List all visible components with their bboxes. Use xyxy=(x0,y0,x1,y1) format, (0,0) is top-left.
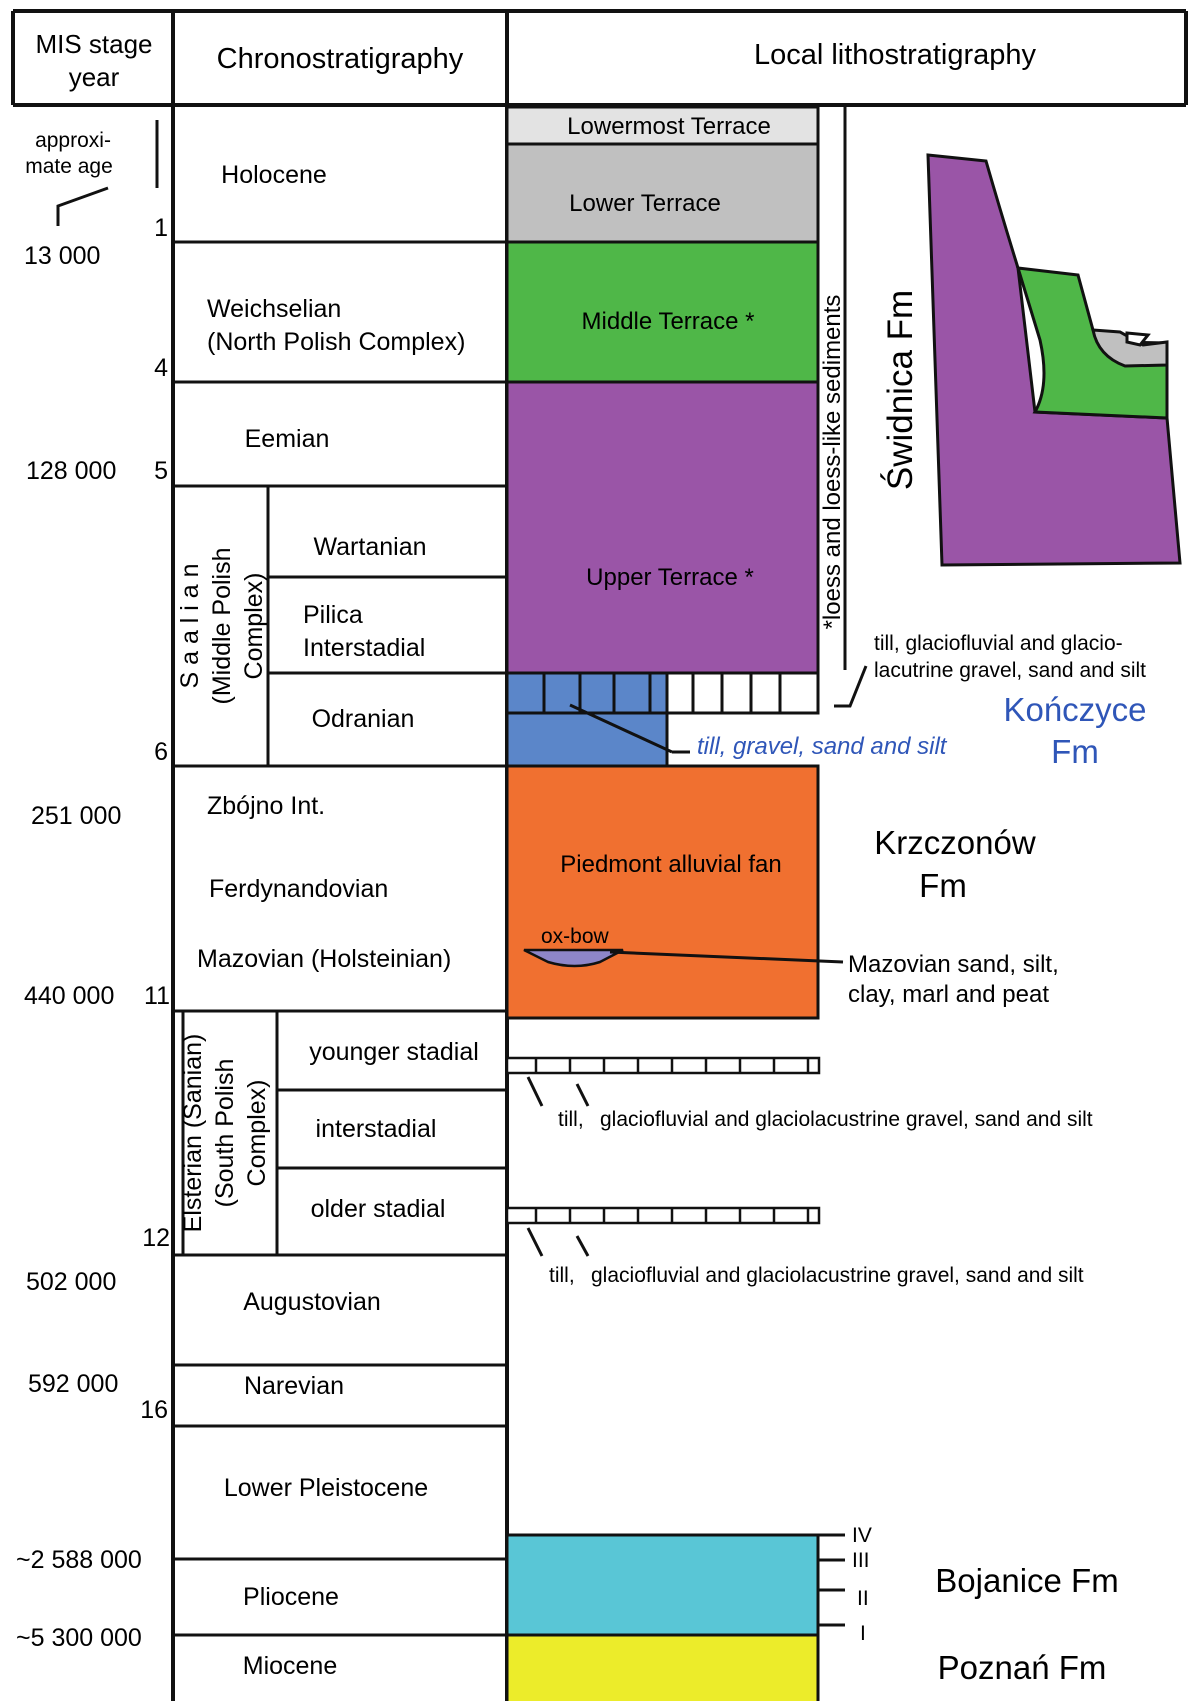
label-elster-glacio-b: glaciofluvial and glaciolacustrine grave… xyxy=(591,1264,1084,1287)
unit-saalian-3: Complex) xyxy=(240,573,268,680)
label-middle-terrace: Middle Terrace * xyxy=(582,308,755,335)
label-konczyce-1: Kończyce xyxy=(1003,691,1146,728)
label-mazovian-sed-1: Mazovian sand, silt, xyxy=(848,951,1059,978)
xs-lowermost-terrace xyxy=(1125,331,1151,347)
age-502000: 502 000 xyxy=(26,1268,116,1296)
unit-elsterian-3: Complex) xyxy=(243,1080,271,1187)
label-roman-ii: II xyxy=(857,1587,869,1610)
label-roman-iii: III xyxy=(852,1549,870,1572)
block-upper-terrace xyxy=(505,380,820,675)
age-251000: 251 000 xyxy=(31,802,121,830)
unit-younger-stadial: younger stadial xyxy=(309,1038,479,1066)
label-ox-bow: ox-bow xyxy=(541,925,610,948)
mis-11: 11 xyxy=(144,982,170,1010)
unit-mazovian: Mazovian (Holsteinian) xyxy=(197,945,451,973)
age-128000: 128 000 xyxy=(26,457,116,485)
unit-elsterian-1: Elsterian (Sanian) xyxy=(179,1034,207,1233)
unit-interstadial: interstadial xyxy=(316,1115,437,1143)
label-till-gravel-blue: till, gravel, sand and silt xyxy=(697,733,948,760)
unit-weichselian-1: Weichselian xyxy=(207,295,341,323)
unit-augustovian: Augustovian xyxy=(243,1288,381,1316)
approx-age-label-2: mate age xyxy=(25,155,113,178)
mis-16: 16 xyxy=(140,1396,168,1424)
unit-weichselian-2: (North Polish Complex) xyxy=(207,328,465,356)
mis-12: 12 xyxy=(142,1224,170,1252)
mis-5: 5 xyxy=(154,457,168,485)
terrace-cross-section xyxy=(926,153,1182,567)
unit-pilica-2: Interstadial xyxy=(303,634,425,662)
litho-labels: Lowermost Terrace Lower Terrace Middle T… xyxy=(541,113,1147,1686)
unit-lower-pleistocene: Lower Pleistocene xyxy=(224,1474,428,1502)
label-mazovian-sed-2: clay, marl and peat xyxy=(848,981,1049,1008)
unit-odranian: Odranian xyxy=(312,705,415,733)
label-till-glacio-1: till, glaciofluvial and glacio- xyxy=(874,632,1123,655)
till-strip-odranian xyxy=(542,671,820,715)
till-strip-older xyxy=(505,1206,821,1225)
label-piedmont-fan: Piedmont alluvial fan xyxy=(560,851,781,878)
label-upper-terrace: Upper Terrace * xyxy=(586,564,754,591)
approx-age-pointer xyxy=(56,186,109,226)
age-440000: 440 000 xyxy=(24,982,114,1010)
unit-pliocene: Pliocene xyxy=(243,1583,339,1611)
unit-elsterian-2: (South Polish xyxy=(211,1059,239,1208)
header-lithostratigraphy: Local lithostratigraphy xyxy=(754,39,1037,71)
block-lowermost-terrace xyxy=(505,105,820,146)
label-roman-i: I xyxy=(860,1622,866,1645)
unit-narevian: Narevian xyxy=(244,1372,344,1400)
xs-lower-terrace xyxy=(1091,328,1169,368)
xs-middle-terrace xyxy=(1015,266,1169,420)
label-poznan-fm: Poznań Fm xyxy=(938,1649,1107,1686)
label-elster-till-b: till, xyxy=(549,1264,575,1287)
unit-saalian-1: S a a l i a n xyxy=(176,563,204,688)
unit-ferdynandovian: Ferdynandovian xyxy=(209,875,388,903)
header: MIS stage year Chronostratigraphy Local … xyxy=(35,29,1036,92)
unit-saalian-2: (Middle Polish xyxy=(208,547,236,704)
unit-zbojno: Zbójno Int. xyxy=(207,792,325,820)
chrono-labels: Holocene Weichselian (North Polish Compl… xyxy=(176,161,479,1680)
ox-bow-lens xyxy=(523,948,624,968)
unit-eemian: Eemian xyxy=(245,425,330,453)
label-till-glacio-2: lacutrine gravel, sand and silt xyxy=(874,659,1146,682)
age-scale: approxi- mate age 13 000 128 000 251 000… xyxy=(16,120,170,1652)
chrono-boundaries xyxy=(173,240,507,1637)
header-mis-line1: MIS stage xyxy=(35,29,152,59)
approx-age-label-1: approxi- xyxy=(35,129,111,152)
block-poznan xyxy=(505,1633,820,1701)
mis-1: 1 xyxy=(154,214,168,242)
block-lower-terrace xyxy=(505,142,820,244)
label-elster-till-a: till, xyxy=(558,1108,584,1131)
label-roman-iv: IV xyxy=(852,1524,872,1547)
label-elster-glacio-a: glaciofluvial and glaciolacustrine grave… xyxy=(600,1108,1093,1131)
label-krzczonow-1: Krzczonów xyxy=(874,824,1036,861)
age-5300000: ~5 300 000 xyxy=(16,1624,142,1652)
header-mis-line2: year xyxy=(69,62,120,92)
litho-blocks xyxy=(505,105,820,1701)
header-chronostratigraphy: Chronostratigraphy xyxy=(217,43,464,75)
block-bojanice xyxy=(505,1533,820,1637)
label-lowermost-terrace: Lowermost Terrace xyxy=(567,113,771,140)
label-loess-note: *loess and loess-like sediments xyxy=(819,295,846,630)
label-bojanice-fm: Bojanice Fm xyxy=(935,1562,1118,1599)
leader-lines xyxy=(526,106,868,1627)
till-strip-younger xyxy=(505,1056,821,1075)
block-till-blue-upper xyxy=(505,671,669,715)
unit-wartanian: Wartanian xyxy=(313,533,426,561)
label-swidnica-fm: Świdnica Fm xyxy=(880,290,920,490)
unit-holocene: Holocene xyxy=(221,161,327,189)
unit-miocene: Miocene xyxy=(243,1652,338,1680)
label-konczyce-2: Fm xyxy=(1051,733,1099,770)
label-krzczonow-2: Fm xyxy=(919,867,967,904)
unit-pilica-1: Pilica xyxy=(303,601,363,629)
label-lower-terrace: Lower Terrace xyxy=(569,190,721,217)
block-piedmont-fan xyxy=(505,764,820,1020)
age-592000: 592 000 xyxy=(28,1370,118,1398)
block-middle-terrace xyxy=(505,240,820,384)
age-2588000: ~2 588 000 xyxy=(16,1546,142,1574)
mis-4: 4 xyxy=(154,354,168,382)
mis-6: 6 xyxy=(154,738,168,766)
age-13000: 13 000 xyxy=(24,242,100,270)
unit-older-stadial: older stadial xyxy=(311,1195,446,1223)
